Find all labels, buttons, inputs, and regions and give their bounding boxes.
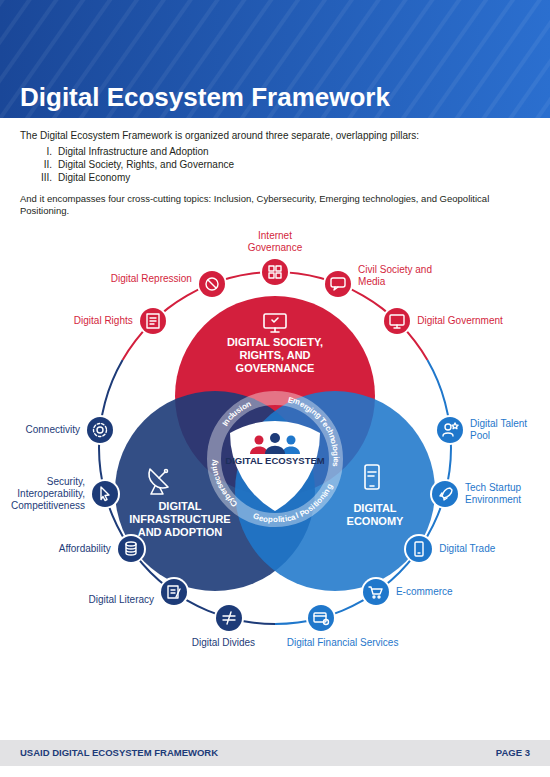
- cross-cutting-topic: Cybersecurity: [206, 453, 242, 512]
- topic-icon-shape: [116, 534, 146, 564]
- arc-letter: e: [331, 458, 340, 463]
- body-text: III.: [28, 172, 52, 185]
- topic-icon: Security, Interoperability, Competitiven…: [90, 479, 120, 509]
- topic-icon: Digital Literacy: [159, 577, 189, 607]
- topic-icon-shape: [260, 257, 290, 287]
- topic-label: Digital Talent Pool: [470, 418, 542, 442]
- topic-icon: Tech Startup Environment: [430, 479, 460, 509]
- body-text: The Digital Ecosystem Framework is organ…: [20, 130, 535, 143]
- body-text: Digital Infrastructure and Adoption: [58, 146, 518, 159]
- topic-icon: Digital Financial Services: [306, 603, 336, 633]
- topic-icon: Digital Divides: [214, 603, 244, 633]
- header-band: [0, 0, 550, 118]
- topic-label: E-commerce: [396, 586, 453, 598]
- cross-cutting-topic: Geopolitical Positioning: [248, 479, 337, 528]
- topic-icon: Connectivity: [85, 415, 115, 445]
- topic-icon-shape: [435, 415, 465, 445]
- topic-icon-shape: [214, 603, 244, 633]
- pillar-label: DIGITAL INFRASTRUCTURE AND ADOPTION: [125, 500, 235, 539]
- topic-label: Affordability: [59, 543, 111, 555]
- topic-label: Digital Trade: [439, 543, 495, 555]
- topic-icon-shape: [306, 603, 336, 633]
- pillar-label: DIGITAL SOCIETY, RIGHTS, AND GOVERNANCE: [210, 336, 340, 375]
- topic-icon: Civil Society and Media: [323, 269, 353, 299]
- topic-icon: Digital Talent Pool: [435, 415, 465, 445]
- arc-letter: y: [209, 459, 218, 464]
- topic-label: Digital Literacy: [88, 594, 154, 606]
- topic-icon: Digital Government: [382, 306, 412, 336]
- footer-text: PAGE 3: [430, 747, 530, 759]
- cross-cutting-topic: Inclusion: [217, 396, 257, 432]
- topic-icon-shape: [90, 479, 120, 509]
- topic-label: Digital Divides: [192, 637, 255, 649]
- arc-letter: i: [331, 456, 340, 459]
- topic-label: Digital Government: [417, 315, 503, 327]
- topic-icon: Digital Trade: [404, 534, 434, 564]
- arc-letter: p: [268, 515, 274, 524]
- topic-icon: Digital Rights: [138, 306, 168, 336]
- center-label: DIGITAL ECOSYSTEM: [215, 455, 335, 466]
- topic-label: Connectivity: [25, 424, 79, 436]
- topic-icon: Affordability: [116, 534, 146, 564]
- topic-icon-shape: [159, 577, 189, 607]
- body-text: Digital Economy: [58, 172, 518, 185]
- pillar-label: DIGITAL ECONOMY: [335, 502, 415, 528]
- header-texture: [0, 0, 550, 118]
- topic-label: Internet Governance: [244, 230, 306, 254]
- topic-label: Digital Repression: [111, 273, 192, 285]
- arc-letter: s: [331, 462, 340, 467]
- topic-label: Security, Interoperability, Competitiven…: [0, 476, 85, 512]
- body-text: And it encompasses four cross-cutting to…: [20, 193, 535, 217]
- topic-icon-shape: [85, 415, 115, 445]
- page-title: Digital Ecosystem Framework: [20, 82, 390, 113]
- topic-icon-shape: [197, 269, 227, 299]
- topic-label: Civil Society and Media: [358, 264, 433, 288]
- topic-icon: Internet Governance: [260, 257, 290, 287]
- topic-icon: Digital Repression: [197, 269, 227, 299]
- topic-label: Digital Rights: [74, 315, 133, 327]
- topic-icon: E-commerce: [361, 577, 391, 607]
- topic-icon-shape: [361, 577, 391, 607]
- footer-text: USAID DIGITAL ECOSYSTEM FRAMEWORK: [20, 747, 320, 759]
- arc-letter: o: [273, 515, 278, 524]
- topic-icon-shape: [323, 269, 353, 299]
- topic-icon-shape: [138, 306, 168, 336]
- cross-cutting-topic: Emerging Technologies: [283, 392, 344, 473]
- body-text: Digital Society, Rights, and Governance: [58, 159, 518, 172]
- body-text: II.: [28, 159, 52, 172]
- body-text: I.: [28, 146, 52, 159]
- topic-icon-shape: [404, 534, 434, 564]
- topic-label: Tech Startup Environment: [465, 482, 537, 506]
- arc-letter: g: [331, 451, 340, 457]
- footer-bar: [0, 740, 550, 766]
- topic-icon-shape: [382, 306, 412, 336]
- topic-icon-shape: [430, 479, 460, 509]
- topic-label: Digital Financial Services: [287, 637, 399, 649]
